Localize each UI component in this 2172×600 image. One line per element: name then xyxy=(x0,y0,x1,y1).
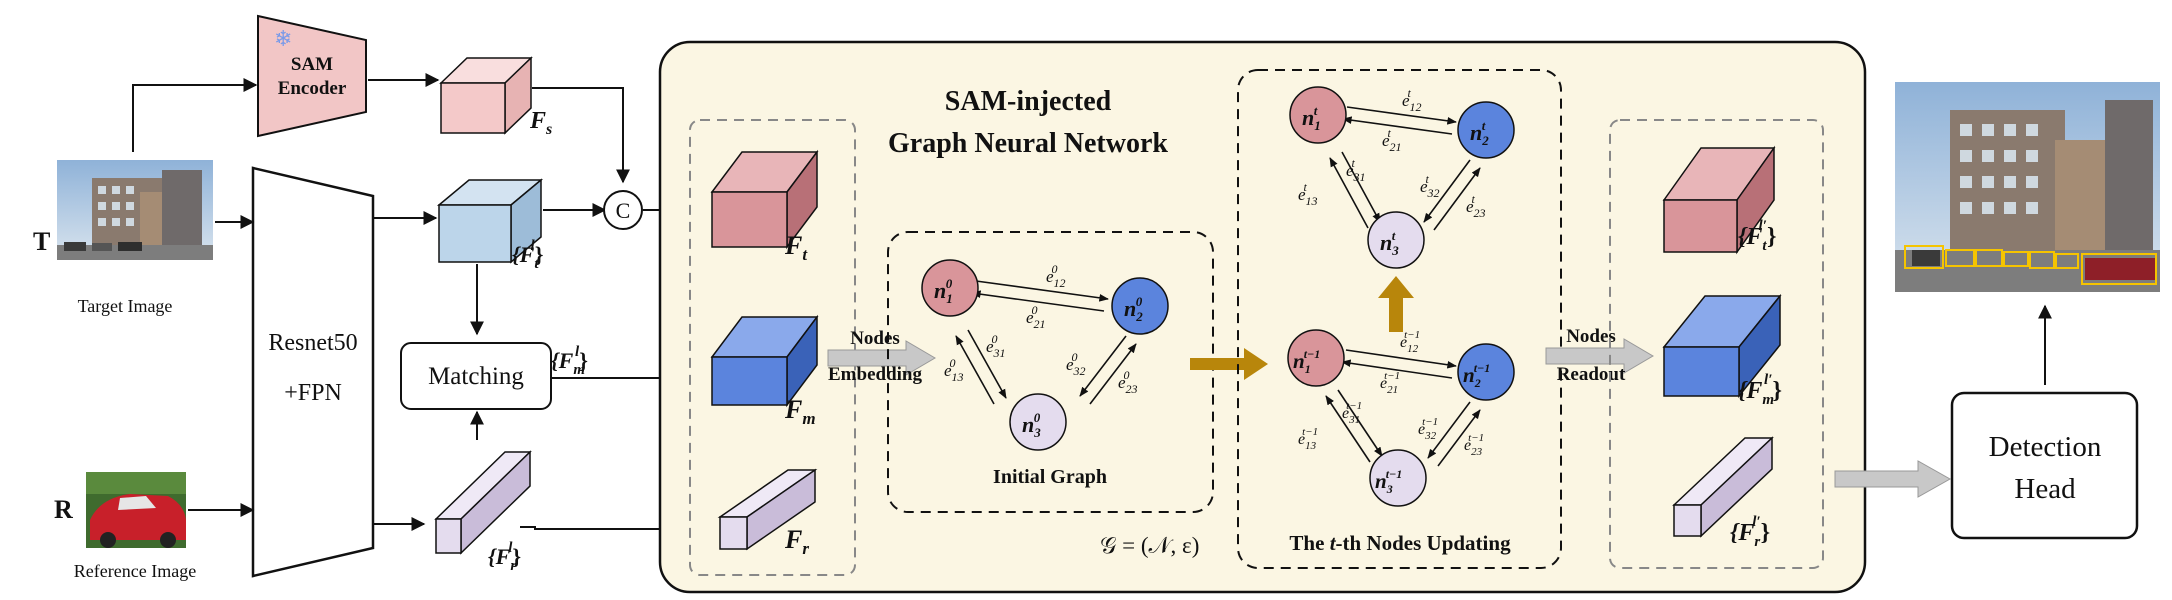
nodes-readout-arrow xyxy=(1545,338,1654,374)
gold-arrow-right xyxy=(1190,348,1268,380)
backbone-fpn: +FPN xyxy=(284,380,342,406)
sam-encoder-block xyxy=(257,14,367,138)
label-out-r: {Frl′} xyxy=(1730,514,1770,550)
label-n3-0: n30 xyxy=(1022,410,1041,440)
label-fs: Fs xyxy=(529,108,552,138)
label-fml: {Fml} xyxy=(551,344,588,378)
label-ftl: {Ftl} xyxy=(512,238,543,272)
feature-cube-fr xyxy=(717,468,818,551)
feature-cube-out-m xyxy=(1662,293,1782,399)
nodes-readout-label2: Readout xyxy=(1557,364,1626,385)
node-n1-t1 xyxy=(1287,329,1345,387)
detection-head-block xyxy=(1950,391,2139,540)
concat-symbol: C xyxy=(616,198,631,223)
label-ft: Ft xyxy=(784,231,808,264)
gnn-panel xyxy=(658,40,1867,594)
graph-formula: 𝒢 = (𝒩, ε) xyxy=(1100,533,1199,558)
node-n1-t xyxy=(1289,86,1347,144)
node-n2-t xyxy=(1457,101,1515,159)
edge-label-e13-t1: e13t−1 xyxy=(1298,426,1318,452)
node-n2-t1 xyxy=(1457,343,1515,401)
output-features-group xyxy=(1609,119,1824,569)
feature-cube-out-r xyxy=(1672,436,1774,538)
edge-label-e31-t1: e31t−1 xyxy=(1342,400,1362,426)
nodes-embedding-arrow xyxy=(827,340,936,376)
label-out-m: {Fml′} xyxy=(1738,372,1782,408)
feature-cube-fm xyxy=(710,314,819,408)
gnn-title-line1: SAM-injected xyxy=(945,86,1112,117)
target-image xyxy=(57,160,213,260)
matching-block xyxy=(400,342,552,410)
edge-label-e31-0: e310 xyxy=(986,332,1006,360)
edge-label-e21-t1: e21t−1 xyxy=(1380,370,1400,396)
concat-node xyxy=(603,190,643,230)
reference-letter: R xyxy=(54,495,73,524)
gnn-title-line2: Graph Neural Network xyxy=(888,128,1168,159)
backbone-block xyxy=(251,166,375,578)
label-n3-t1: n3t−1 xyxy=(1375,467,1402,496)
sam-encoder-line1: SAM xyxy=(291,54,333,75)
label-out-t: {Ftl′} xyxy=(1738,218,1776,254)
feature-cube-frl xyxy=(434,450,532,555)
output-image xyxy=(1895,82,2160,292)
matching-label: Matching xyxy=(428,363,524,390)
detection-head-line1: Detection xyxy=(1989,431,2102,463)
edge-label-e23-t: e23t xyxy=(1466,192,1486,220)
input-features-group xyxy=(689,119,856,576)
reference-image xyxy=(86,472,186,548)
nodes-embedding-label2: Embedding xyxy=(828,364,922,385)
edge-label-e23-t1: e23t−1 xyxy=(1464,432,1484,458)
feature-cube-ftl xyxy=(436,178,544,264)
edge-label-e13-t: e13t xyxy=(1298,180,1318,208)
gold-arrow-up xyxy=(1378,276,1414,332)
edge-label-e12-t1: e12t−1 xyxy=(1400,329,1420,355)
edge-label-e21-t: e21t xyxy=(1382,126,1402,154)
label-n3-t: n3t xyxy=(1380,228,1399,258)
snowflake-icon: ❄ xyxy=(274,26,292,51)
label-n2-0: n20 xyxy=(1124,294,1143,324)
feature-cube-ft xyxy=(710,149,819,250)
label-n2-t1: n2t−1 xyxy=(1463,361,1490,390)
nodes-readout-label1: Nodes xyxy=(1566,326,1616,347)
label-frl: {Frl} xyxy=(488,540,521,574)
edge-label-e32-t: e32t xyxy=(1420,172,1440,200)
sam-encoder-line2: Encoder xyxy=(278,78,347,99)
label-fr: Fr xyxy=(784,525,809,558)
edge-label-e13-0: e130 xyxy=(944,356,964,384)
initial-graph-box xyxy=(887,231,1214,513)
edge-label-e32-0: e320 xyxy=(1066,350,1086,378)
edge-label-e32-t1: e32t−1 xyxy=(1418,416,1438,442)
label-n1-0: n10 xyxy=(934,276,953,306)
initial-graph-label: Initial Graph xyxy=(993,466,1107,488)
target-letter: T xyxy=(33,227,50,256)
edge-label-e23-0: e230 xyxy=(1118,368,1138,396)
node-n3-t xyxy=(1367,211,1425,269)
label-n1-t: n1t xyxy=(1302,103,1321,133)
nodes-embedding-label1: Nodes xyxy=(850,328,900,349)
feature-cube-out-t xyxy=(1662,145,1776,255)
detection-head-line2: Head xyxy=(2014,473,2076,505)
reference-image-caption: Reference Image xyxy=(74,561,196,581)
label-fm: Fm xyxy=(784,395,816,428)
edge-label-e12-t: e12t xyxy=(1402,86,1422,114)
to-detection-arrow xyxy=(1834,460,1952,498)
node-n2-0 xyxy=(1111,277,1169,335)
label-n2-t: n2t xyxy=(1470,118,1489,148)
target-image-caption: Target Image xyxy=(78,296,173,316)
updating-box xyxy=(1237,69,1562,569)
backbone-name: Resnet50 xyxy=(268,330,357,356)
label-n1-t1: n1t−1 xyxy=(1293,347,1320,376)
updating-label: The t-th Nodes Updating xyxy=(1289,531,1511,555)
node-n1-0 xyxy=(921,259,979,317)
node-n3-t1 xyxy=(1369,449,1427,507)
edge-label-e31-t: e31t xyxy=(1346,156,1366,184)
node-n3-0 xyxy=(1009,393,1067,451)
edge-label-e12-0: e120 xyxy=(1046,262,1066,290)
edge-label-e21-0: e210 xyxy=(1026,303,1046,331)
feature-cube-fs xyxy=(439,56,533,135)
